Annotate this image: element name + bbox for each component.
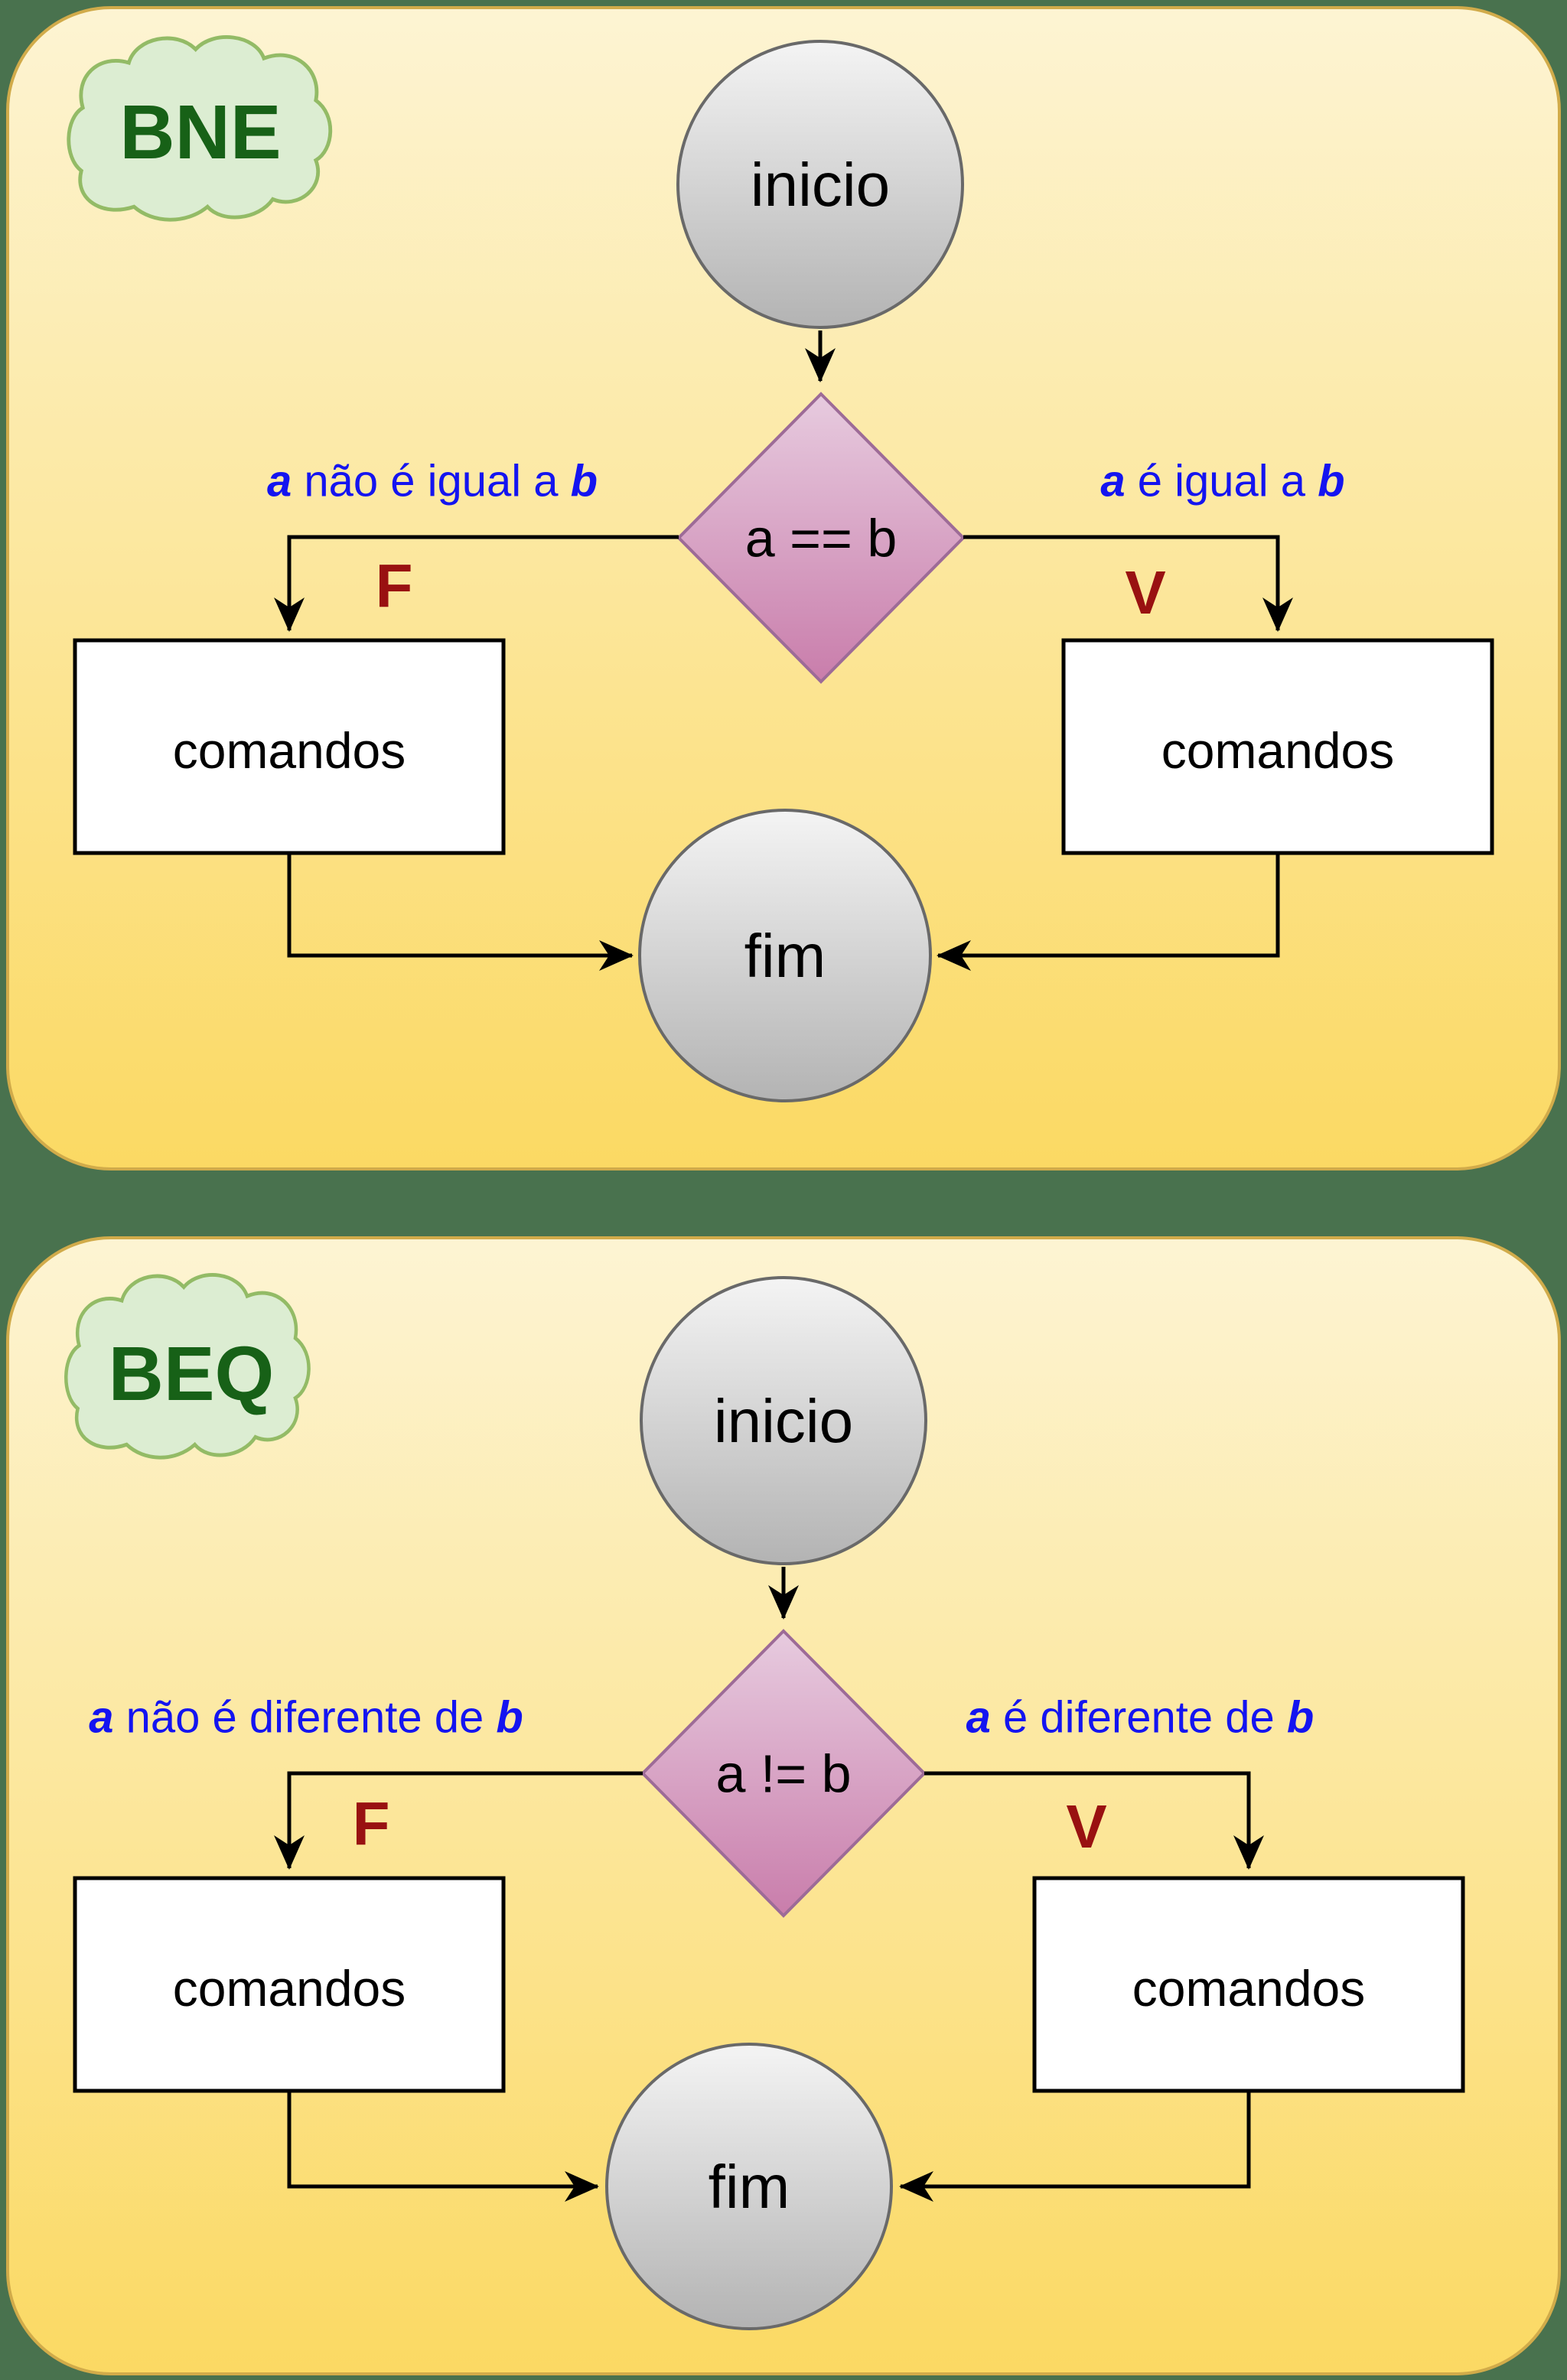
beq-flowchart: BEQ inicio a != b a não é diferente de b… bbox=[0, 1190, 1567, 2380]
bne-flowchart: BNE inicio a == b a não é igual a b a é … bbox=[0, 0, 1567, 1190]
end-node-label: fim bbox=[709, 2153, 790, 2221]
true-commands-box bbox=[1032, 1876, 1465, 2093]
false-end-edge bbox=[287, 853, 634, 971]
cloud-icon bbox=[66, 1275, 309, 1458]
true-branch-edge bbox=[924, 1771, 1264, 1870]
cloud-outline bbox=[67, 35, 333, 222]
false-commands-label: comandos bbox=[173, 722, 406, 779]
false-letter: F bbox=[353, 1789, 390, 1857]
true-letter: V bbox=[1066, 1792, 1106, 1861]
true-commands-label: comandos bbox=[1161, 722, 1395, 779]
false-branch-edge bbox=[274, 535, 679, 632]
start-node-label: inicio bbox=[751, 151, 890, 219]
false-commands-label: comandos bbox=[173, 1960, 406, 2017]
true-branch-label: a é igual a b bbox=[1100, 456, 1344, 506]
true-commands-box bbox=[1061, 638, 1494, 855]
end-node bbox=[638, 809, 932, 1102]
beq-cloud-tag bbox=[64, 1273, 311, 1460]
start-node bbox=[676, 40, 964, 329]
end-node-label: fim bbox=[744, 922, 826, 990]
start-node-label: inicio bbox=[714, 1387, 853, 1455]
bne-cloud-tag bbox=[67, 35, 333, 222]
false-branch-label: a não é igual a b bbox=[267, 456, 598, 506]
start-node bbox=[640, 1276, 927, 1565]
true-end-edge bbox=[899, 2091, 1251, 2202]
cloud-outline bbox=[64, 1273, 311, 1460]
decision-diamond bbox=[676, 392, 966, 684]
condition-label: a != b bbox=[715, 1744, 851, 1804]
tag-label: BNE bbox=[119, 90, 281, 175]
true-letter: V bbox=[1125, 558, 1165, 627]
false-commands-box bbox=[73, 1876, 506, 2093]
condition-label: a == b bbox=[745, 509, 898, 568]
true-end-edge bbox=[937, 853, 1280, 971]
true-branch-edge bbox=[963, 535, 1293, 632]
false-letter: F bbox=[376, 552, 413, 620]
true-branch-label: a é diferente de b bbox=[966, 1692, 1315, 1742]
decision-diamond bbox=[640, 1629, 927, 1918]
false-branch-label: a não é diferente de b bbox=[89, 1692, 523, 1742]
false-end-edge bbox=[287, 2091, 599, 2202]
false-commands-box bbox=[73, 638, 506, 855]
true-commands-label: comandos bbox=[1132, 1960, 1366, 2017]
cloud-icon bbox=[68, 37, 331, 220]
end-node bbox=[605, 2043, 893, 2330]
tag-label: BEQ bbox=[109, 1331, 275, 1417]
false-branch-edge bbox=[274, 1771, 643, 1870]
